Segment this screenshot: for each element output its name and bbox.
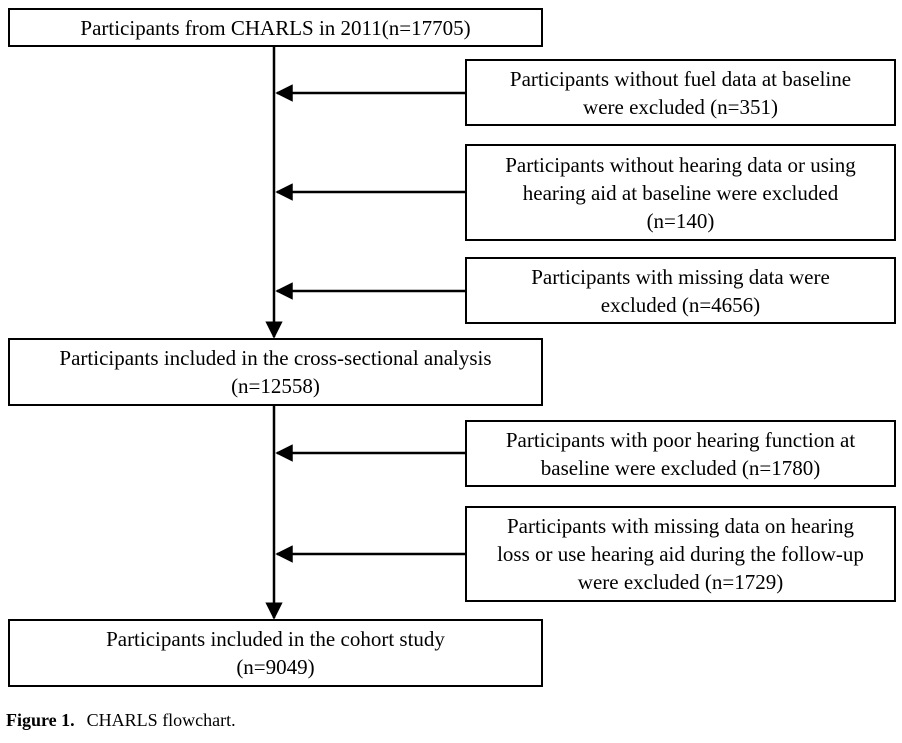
exclusion-4-line-1: Participants with poor hearing function …	[505, 427, 856, 452]
box-exclusion-5: Participants with missing data on hearin…	[465, 506, 896, 602]
figure-caption: Figure 1. CHARLS flowchart.	[6, 710, 236, 731]
exclusion-2-line-2: hearing aid at baseline were excluded	[522, 180, 839, 205]
exclusion-3-line-2: excluded (n=4656)	[600, 292, 761, 317]
box-start-line-1: Participants from CHARLS in 2011(n=17705…	[80, 15, 471, 40]
cohort-line-1: Participants included in the cohort stud…	[106, 627, 445, 651]
figure-caption-label: Figure 1.	[6, 710, 75, 730]
cross-sectional-line-2: (n=12558)	[231, 374, 320, 398]
box-cohort: Participants included in the cohort stud…	[8, 619, 543, 687]
cohort-line-2: (n=9049)	[236, 655, 315, 679]
exclusion-2-line-1: Participants without hearing data or usi…	[505, 152, 856, 177]
exclusion-1-line-1: Participants without fuel data at baseli…	[509, 66, 852, 91]
box-exclusion-3: Participants with missing data were excl…	[465, 257, 896, 324]
exclusion-3-line-1: Participants with missing data were	[531, 264, 830, 289]
cross-sectional-line-1: Participants included in the cross-secti…	[59, 346, 492, 370]
box-exclusion-4: Participants with poor hearing function …	[465, 420, 896, 487]
exclusion-4-line-2: baseline were excluded (n=1780)	[540, 455, 821, 480]
box-exclusion-2: Participants without hearing data or usi…	[465, 144, 896, 241]
box-cross-sectional: Participants included in the cross-secti…	[8, 338, 543, 406]
exclusion-5-line-1: Participants with missing data on hearin…	[506, 514, 855, 538]
box-start: Participants from CHARLS in 2011(n=17705…	[8, 8, 543, 47]
box-exclusion-1: Participants without fuel data at baseli…	[465, 59, 896, 126]
exclusion-5-line-3: were excluded (n=1729)	[577, 570, 784, 594]
exclusion-1-line-2: were excluded (n=351)	[583, 94, 778, 119]
figure-caption-text: CHARLS flowchart.	[86, 710, 236, 730]
exclusion-5-line-2: loss or use hearing aid during the follo…	[497, 542, 864, 566]
exclusion-2-line-3: (n=140)	[646, 208, 715, 233]
